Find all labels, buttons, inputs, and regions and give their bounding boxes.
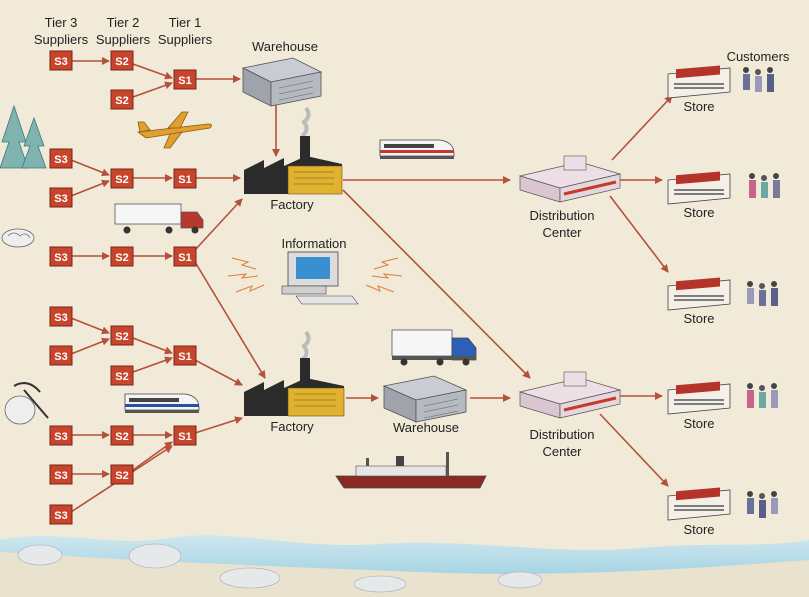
tier2-supplier: S2: [110, 89, 134, 110]
tier1-supplier: S1: [173, 425, 197, 446]
customers-icon: [749, 173, 780, 198]
tier3-supplier: S3: [49, 50, 73, 71]
tier2-supplier: S2: [110, 365, 134, 386]
customers-icon: [743, 67, 774, 92]
truck-icon: [391, 329, 477, 366]
store-label: Store: [683, 522, 714, 537]
tier3-supplier: S3: [49, 306, 73, 327]
tier2-supplier: S2: [110, 246, 134, 267]
store-label: Store: [683, 205, 714, 220]
factory-label: Factory: [270, 419, 314, 434]
tier1-supplier: S1: [173, 69, 197, 90]
information-label: Information: [281, 236, 346, 251]
svg-text:S1: S1: [178, 431, 191, 443]
customers-label: Customers: [727, 49, 790, 64]
svg-text:S3: S3: [54, 470, 67, 482]
flow-arrows: [70, 57, 673, 513]
tier2-supplier: S2: [110, 325, 134, 346]
svg-text:S2: S2: [115, 331, 128, 343]
tier2-header: Tier 2: [107, 15, 140, 30]
svg-text:S1: S1: [178, 75, 191, 87]
tier2-header-sub: Suppliers: [96, 32, 151, 47]
svg-text:S2: S2: [115, 371, 128, 383]
tier3-supplier: S3: [49, 148, 73, 169]
tier3-supplier: S3: [49, 187, 73, 208]
warehouse-icon: [382, 375, 468, 423]
tier3-supplier: S3: [49, 246, 73, 267]
store-label: Store: [683, 416, 714, 431]
svg-text:S3: S3: [54, 431, 67, 443]
train-icon: [379, 139, 455, 159]
tier3-supplier: S3: [49, 464, 73, 485]
supplier-boxes: S3 S2 S2 S1 S3 S3 S2 S1 S3 S2 S1 S3 S3 S…: [49, 50, 197, 525]
trees-icon: [0, 104, 47, 169]
tier3-supplier: S3: [49, 425, 73, 446]
distribution-center-label-sub: Center: [542, 444, 582, 459]
svg-text:S3: S3: [54, 56, 67, 68]
warehouse-icon: [241, 57, 323, 107]
train-icon: [124, 393, 200, 413]
svg-text:S2: S2: [115, 431, 128, 443]
tier-headers: Tier 3 Suppliers Tier 2 Suppliers Tier 1…: [34, 15, 213, 47]
pickaxe-icon: [4, 382, 49, 425]
tier2-supplier: S2: [110, 50, 134, 71]
svg-text:S3: S3: [54, 154, 67, 166]
airplane-icon: [136, 111, 212, 149]
ship-icon: [335, 452, 487, 489]
tier3-header-sub: Suppliers: [34, 32, 89, 47]
svg-text:S1: S1: [178, 252, 191, 264]
svg-text:S3: S3: [54, 252, 67, 264]
customers-icon: [747, 491, 778, 518]
distribution-center-label: Distribution: [529, 208, 594, 223]
tier1-header-sub: Suppliers: [158, 32, 213, 47]
distribution-center-label-sub: Center: [542, 225, 582, 240]
svg-text:S2: S2: [115, 174, 128, 186]
tier1-supplier: S1: [173, 345, 197, 366]
svg-text:S2: S2: [115, 56, 128, 68]
customers-icon: [747, 281, 778, 306]
computer-icon: [281, 251, 359, 305]
store-icon: [667, 487, 731, 521]
svg-text:S1: S1: [178, 351, 191, 363]
svg-text:S3: S3: [54, 193, 67, 205]
truck-icon: [114, 203, 204, 234]
factory-icon: [244, 330, 345, 417]
svg-text:S1: S1: [178, 174, 191, 186]
store-icon: [667, 171, 731, 205]
distribution-center-icon: [518, 155, 622, 203]
tier3-supplier: S3: [49, 345, 73, 366]
store-label: Store: [683, 311, 714, 326]
tier1-supplier: S1: [173, 168, 197, 189]
svg-text:S2: S2: [115, 470, 128, 482]
warehouse-label: Warehouse: [252, 39, 318, 54]
tier2-supplier: S2: [110, 168, 134, 189]
distribution-center-label: Distribution: [529, 427, 594, 442]
warehouse-label: Warehouse: [393, 420, 459, 435]
factory-icon: [244, 106, 343, 195]
water-icon: [0, 535, 809, 597]
signal-lines: [227, 257, 403, 293]
store-icon: [667, 65, 731, 99]
svg-text:S2: S2: [115, 252, 128, 264]
tier1-supplier: S1: [173, 246, 197, 267]
factory-label: Factory: [270, 197, 314, 212]
tier1-header: Tier 1: [169, 15, 202, 30]
tier2-supplier: S2: [110, 464, 134, 485]
distribution-center-icon: [518, 371, 622, 419]
svg-text:S2: S2: [115, 95, 128, 107]
svg-text:S3: S3: [54, 351, 67, 363]
svg-text:S3: S3: [54, 510, 67, 522]
store-icon: [667, 381, 731, 415]
store-label: Store: [683, 99, 714, 114]
customers-icon: [747, 383, 778, 408]
store-icon: [667, 277, 731, 311]
tier3-header: Tier 3: [45, 15, 78, 30]
tier2-supplier: S2: [110, 425, 134, 446]
svg-text:S3: S3: [54, 312, 67, 324]
rock-icon: [1, 228, 35, 248]
tier3-supplier: S3: [49, 504, 73, 525]
